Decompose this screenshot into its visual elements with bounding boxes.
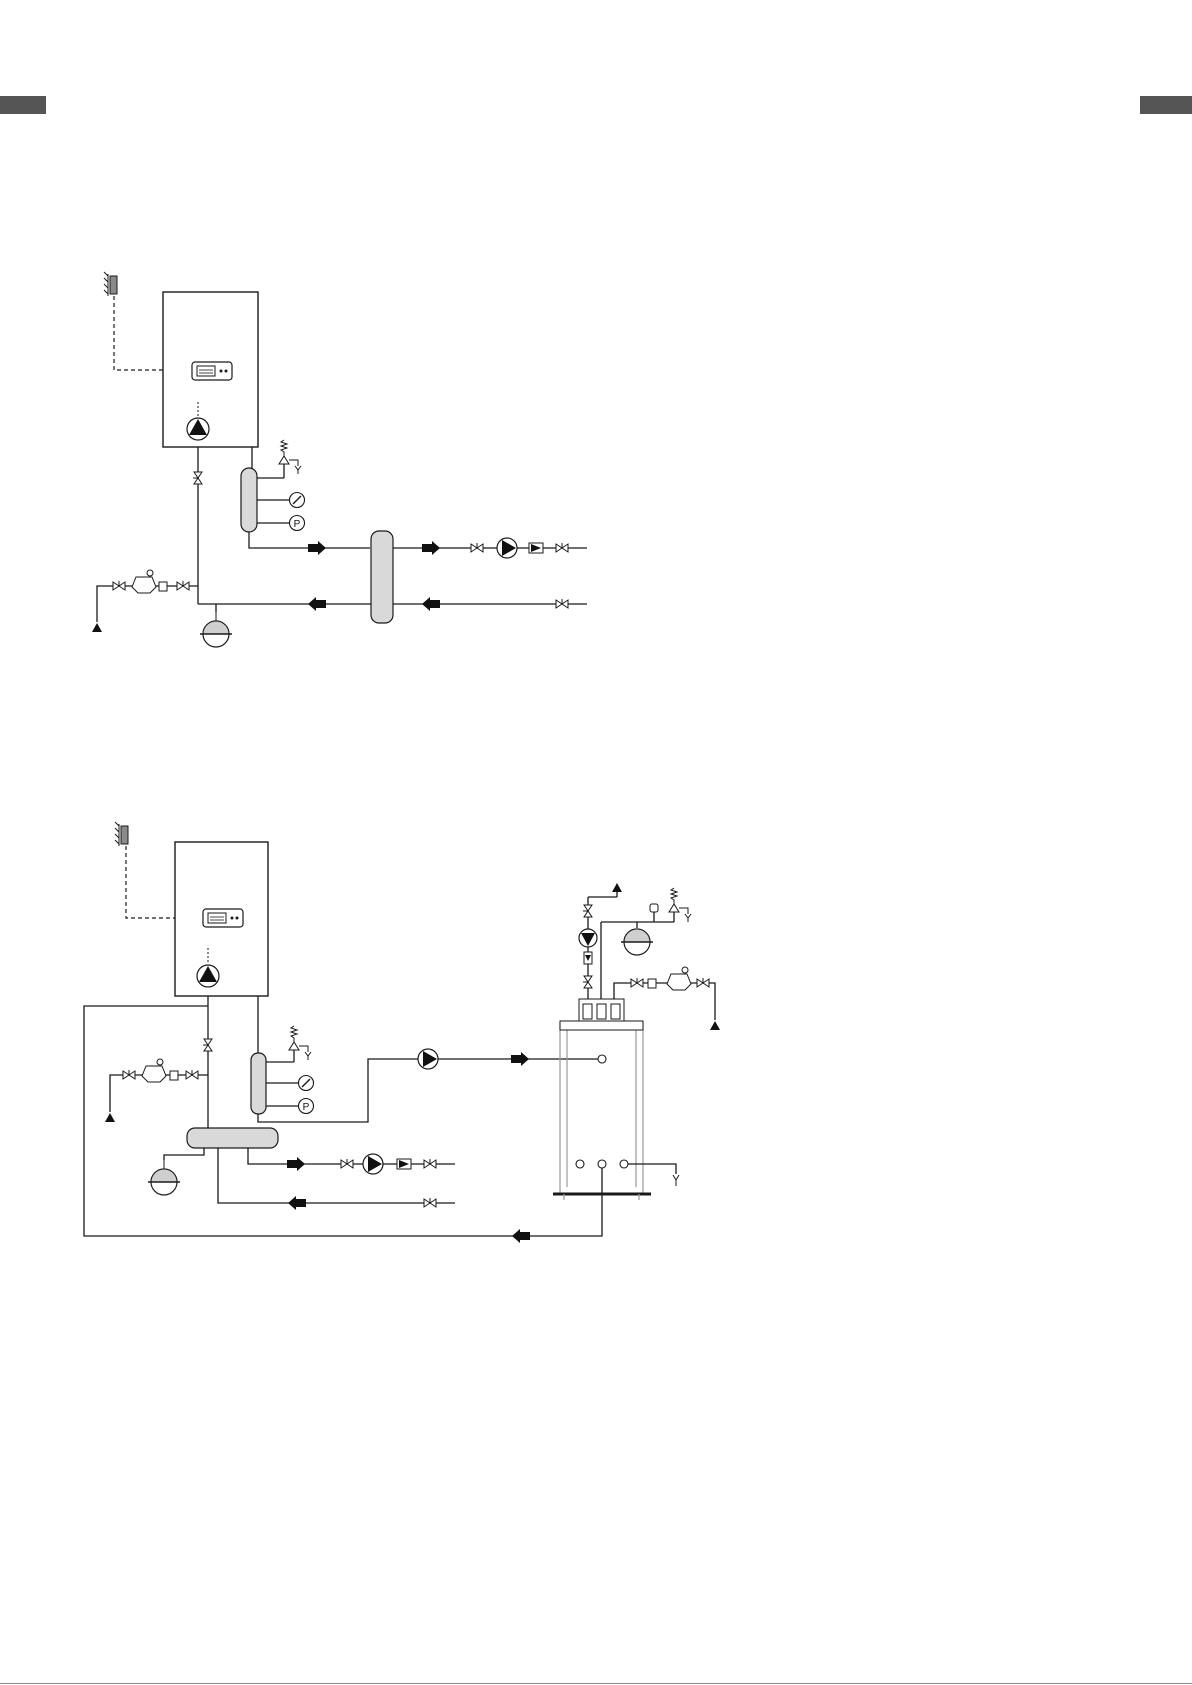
flow-arrow-icon	[308, 541, 326, 555]
filling-valve-icon	[123, 1070, 135, 1079]
control-panel-icon	[203, 909, 243, 927]
hot-water-outlet-icon	[612, 883, 622, 892]
cylinder-pump-icon	[418, 1049, 438, 1069]
flow-arrow-icon	[512, 1229, 530, 1243]
check-valve-icon	[397, 1159, 411, 1169]
isolation-valve-icon	[341, 1159, 353, 1168]
safety-valve-icon	[289, 1026, 311, 1060]
expansion-vessel-icon	[621, 929, 653, 955]
manifold	[241, 468, 257, 532]
svg-text:P: P	[294, 519, 301, 530]
isolation-valve-icon	[556, 599, 568, 608]
diagram-2: P	[84, 822, 720, 1243]
svg-text:P: P	[303, 1102, 310, 1113]
isolation-valve-icon	[631, 978, 643, 987]
flow-arrow-icon	[511, 1052, 529, 1066]
room-thermostat-icon	[115, 822, 128, 846]
isolation-valve-icon	[186, 1070, 198, 1079]
heating-circuit-pump-icon	[363, 1154, 383, 1174]
check-valve-icon	[584, 952, 592, 964]
isolation-valve-icon	[424, 1159, 436, 1168]
thermometer-icon	[299, 1076, 314, 1091]
heating-circuit-pump-icon	[497, 538, 517, 558]
flow-arrow-icon	[422, 541, 440, 555]
isolation-valve-icon	[193, 472, 202, 484]
check-valve-icon	[529, 543, 543, 553]
recirculation-pump-icon	[579, 929, 597, 947]
boiler-pump-icon	[197, 965, 219, 987]
pressure-reducer-icon	[142, 1059, 166, 1082]
isolation-valve-icon	[583, 976, 592, 988]
thermometer-icon	[290, 493, 305, 508]
pressure-gauge-icon: P	[299, 1099, 314, 1114]
isolation-valve-icon	[424, 1198, 436, 1207]
manifold	[251, 1053, 266, 1114]
flow-arrow-icon	[287, 1157, 305, 1171]
isolation-valve-icon	[697, 978, 709, 987]
safety-valve-icon	[279, 440, 301, 474]
control-panel-icon	[192, 362, 232, 380]
flow-arrow-icon	[288, 1196, 306, 1210]
expansion-vessel-icon	[200, 612, 232, 647]
room-thermostat-icon	[104, 272, 117, 296]
flow-arrow-icon	[308, 597, 326, 611]
pressure-reducer-icon	[132, 570, 156, 593]
cold-water-inlet-icon	[92, 623, 102, 632]
drain-icon	[673, 1175, 679, 1186]
isolation-valve-icon	[177, 581, 189, 590]
boiler-pump-icon	[187, 418, 209, 440]
expansion-vessel-icon	[148, 1160, 180, 1195]
isolation-valve-icon	[556, 543, 568, 552]
isolation-valve-icon	[583, 905, 592, 917]
pressure-gauge-icon: P	[290, 516, 305, 531]
hydraulic-separator	[371, 531, 393, 623]
cold-water-inlet-icon	[105, 1113, 115, 1122]
horizontal-separator	[187, 1128, 278, 1148]
filling-valve-icon	[113, 581, 125, 590]
pressure-reducer-icon	[667, 967, 691, 990]
isolation-valve-icon	[471, 543, 483, 552]
expansion-vessel-icon	[650, 904, 658, 912]
safety-valve-icon	[669, 888, 691, 922]
flow-arrow-icon	[422, 597, 440, 611]
cold-water-inlet-icon	[710, 1021, 720, 1030]
isolation-valve-icon	[203, 1039, 212, 1051]
diagram-1: P	[92, 272, 587, 647]
